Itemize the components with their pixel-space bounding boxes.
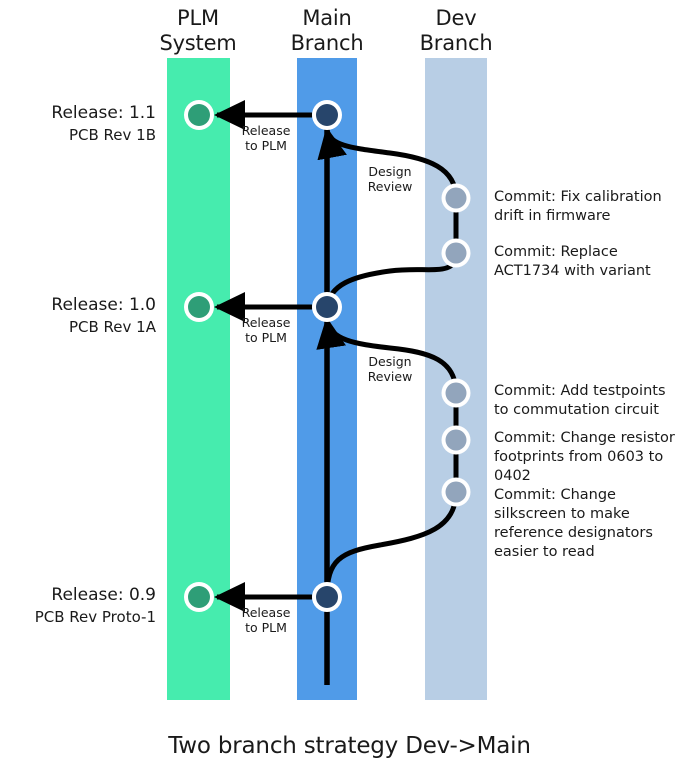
commit-node-dot-2 bbox=[445, 242, 467, 264]
lane-title-dev: Dev Branch bbox=[406, 6, 506, 56]
commit-label-3-line1: Commit: Add testpoints bbox=[494, 383, 666, 399]
lane-title-main: Main Branch bbox=[277, 6, 377, 56]
release-title-1-1: Release: 1.1 bbox=[51, 103, 156, 123]
commit-label-1-line2: drift in firmware bbox=[494, 208, 611, 224]
commit-label-5-line4: easier to read bbox=[494, 544, 595, 560]
release-sub-0-9: PCB Rev Proto-1 bbox=[34, 608, 156, 626]
release-node-dot-0-9 bbox=[188, 586, 210, 608]
dev-merge-to-main-1-0 bbox=[316, 317, 459, 394]
commit-label-1-line1: Commit: Fix calibration bbox=[494, 189, 662, 205]
lane-title-main-line1: Main bbox=[302, 6, 352, 30]
commit-node-dot-5 bbox=[445, 481, 467, 503]
commit-label-4-line1: Commit: Change resistor bbox=[494, 430, 675, 446]
release-label-0-9: Release: 0.9 PCB Rev Proto-1 bbox=[0, 584, 156, 628]
commit-label-2-line2: ACT1734 with variant bbox=[494, 263, 651, 279]
dev-fork-from-main-upper bbox=[324, 250, 459, 310]
lane-title-dev-line2: Branch bbox=[419, 31, 493, 55]
release-label-1-0: Release: 1.0 PCB Rev 1A bbox=[0, 294, 156, 338]
release-note-0-9-line1: Release bbox=[241, 605, 291, 620]
release-note-1-1-line1: Release bbox=[241, 123, 291, 138]
release-title-0-9: Release: 0.9 bbox=[51, 585, 156, 605]
commit-label-4: Commit: Change resistor footprints from … bbox=[494, 429, 694, 486]
commit-label-2: Commit: Replace ACT1734 with variant bbox=[494, 243, 694, 281]
release-title-1-0: Release: 1.0 bbox=[51, 295, 156, 315]
design-review-upper-line2: Review bbox=[367, 179, 413, 194]
commit-node-dot-3 bbox=[445, 382, 467, 404]
design-review-lower-line1: Design bbox=[368, 354, 412, 369]
commit-node-dot-4 bbox=[445, 429, 467, 451]
design-review-note-upper: Design Review bbox=[357, 164, 423, 194]
release-note-0-9: Release to PLM bbox=[232, 605, 300, 635]
dev-fork-from-main-lower bbox=[324, 489, 459, 600]
design-review-note-lower: Design Review bbox=[357, 354, 423, 384]
lane-title-plm-line2: System bbox=[159, 31, 237, 55]
commit-label-1: Commit: Fix calibration drift in firmwar… bbox=[494, 188, 694, 226]
lane-title-plm-line1: PLM bbox=[177, 6, 219, 30]
main-node-dot-0-9 bbox=[316, 586, 338, 608]
release-note-0-9-line2: to PLM bbox=[245, 620, 287, 635]
commit-label-2-line1: Commit: Replace bbox=[494, 244, 618, 260]
commit-label-3: Commit: Add testpoints to commutation ci… bbox=[494, 382, 694, 420]
release-note-1-1: Release to PLM bbox=[232, 123, 300, 153]
release-label-1-1: Release: 1.1 PCB Rev 1B bbox=[0, 102, 156, 146]
release-node-dot-1-1 bbox=[188, 104, 210, 126]
release-sub-1-1: PCB Rev 1B bbox=[68, 126, 156, 144]
commit-label-4-line2: footprints from 0603 to bbox=[494, 449, 664, 465]
commit-label-5: Commit: Change silkscreen to make refere… bbox=[494, 486, 694, 562]
lane-title-dev-line1: Dev bbox=[435, 6, 477, 30]
commit-label-5-line2: silkscreen to make bbox=[494, 506, 630, 522]
commit-label-3-line2: to commutation circuit bbox=[494, 402, 659, 418]
lane-title-plm: PLM System bbox=[148, 6, 248, 56]
commit-label-5-line1: Commit: Change bbox=[494, 487, 616, 503]
release-note-1-0-line1: Release bbox=[241, 315, 291, 330]
release-note-1-0-line2: to PLM bbox=[245, 330, 287, 345]
release-sub-1-0: PCB Rev 1A bbox=[68, 318, 156, 336]
release-node-dot-1-0 bbox=[188, 296, 210, 318]
main-node-dot-1-0 bbox=[316, 296, 338, 318]
dev-merge-to-main-1-1 bbox=[317, 127, 459, 199]
commit-label-5-line3: reference designators bbox=[494, 525, 653, 541]
release-note-1-1-line2: to PLM bbox=[245, 138, 287, 153]
design-review-upper-line1: Design bbox=[368, 164, 412, 179]
design-review-lower-line2: Review bbox=[367, 369, 413, 384]
commit-label-4-line3: 0402 bbox=[494, 468, 531, 484]
commit-node-dot-1 bbox=[445, 187, 467, 209]
main-node-dot-1-1 bbox=[316, 104, 338, 126]
lane-title-main-line2: Branch bbox=[290, 31, 364, 55]
release-note-1-0: Release to PLM bbox=[232, 315, 300, 345]
diagram-title: Two branch strategy Dev->Main bbox=[168, 733, 531, 759]
